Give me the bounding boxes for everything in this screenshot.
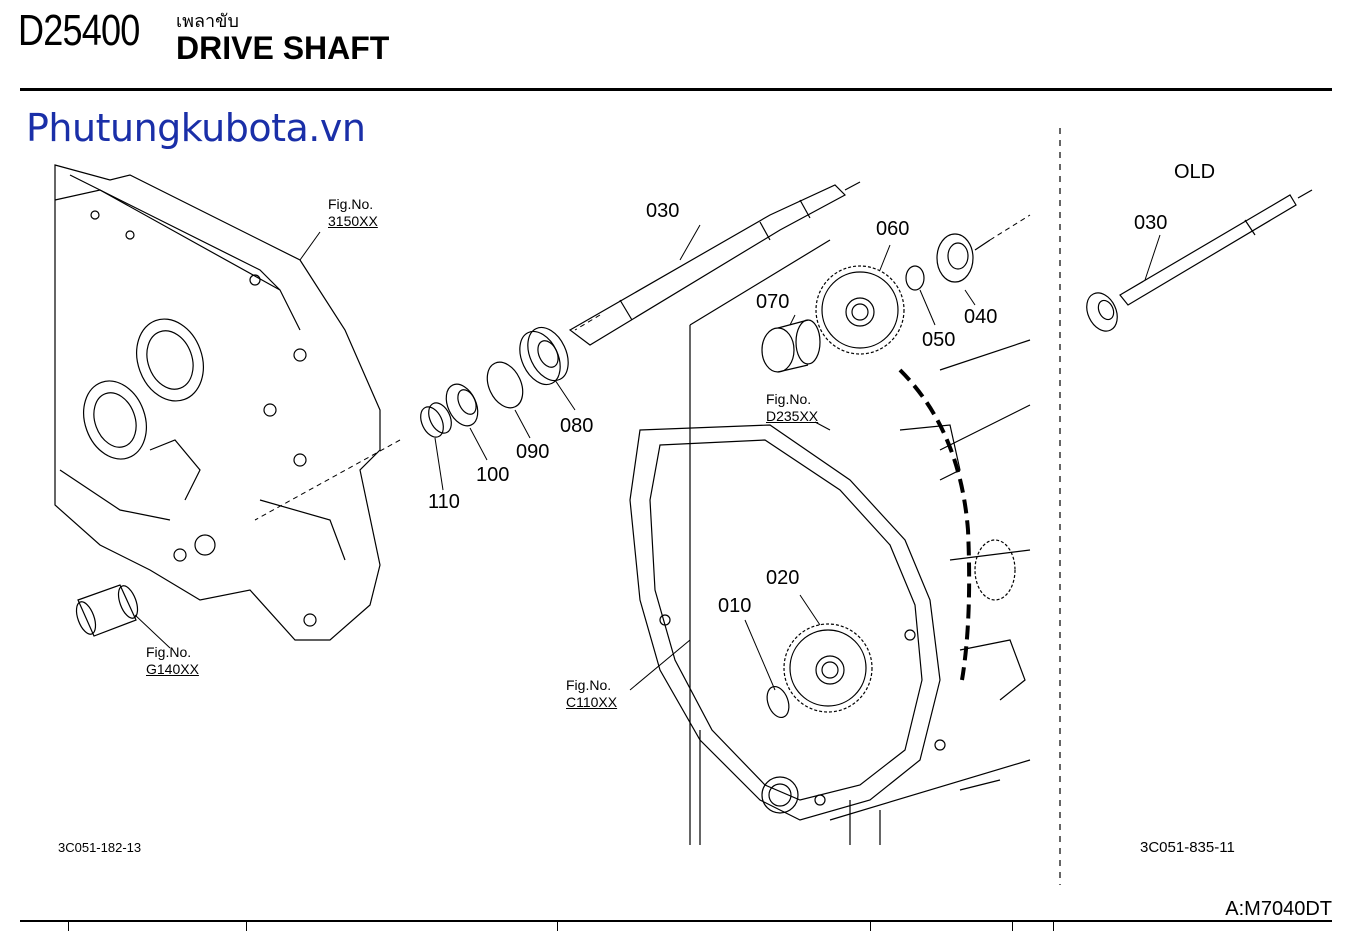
gear-020-drawing xyxy=(783,623,873,713)
ring-050-drawing xyxy=(905,265,925,291)
part-label-030-old: 030 xyxy=(1134,212,1168,234)
watermark-text: Phutungkubota.vn xyxy=(26,106,366,150)
model-code: A:M7040DT xyxy=(1225,898,1332,920)
part-label-030: 030 xyxy=(646,200,680,222)
old-section-label: OLD xyxy=(1174,161,1216,183)
fig-ref-number: 3150XX xyxy=(328,213,378,229)
fig-ref-number: D235XX xyxy=(766,408,819,424)
table-column-divider xyxy=(246,920,247,931)
collar-070-drawing xyxy=(761,319,821,373)
table-column-divider xyxy=(1012,920,1013,931)
part-label-070: 070 xyxy=(756,291,790,313)
table-column-divider xyxy=(68,920,69,931)
fig-ref-label: Fig.No. xyxy=(146,644,192,660)
table-column-divider xyxy=(557,920,558,931)
fig-ref-label: Fig.No. xyxy=(766,391,812,407)
footer-rule xyxy=(20,920,1332,922)
shaft-030-drawing xyxy=(568,181,861,346)
ring-010-drawing xyxy=(766,685,790,719)
title-thai: เพลาขับ xyxy=(176,11,239,31)
fig-ref-label: Fig.No. xyxy=(328,196,374,212)
shaft-030-old-drawing xyxy=(1086,189,1313,332)
figure-code-right: 3C051-835-11 xyxy=(1140,839,1235,856)
table-column-divider xyxy=(1053,920,1054,931)
part-label-040: 040 xyxy=(964,306,998,328)
part-label-090: 090 xyxy=(516,441,550,463)
sleeve-g140-drawing xyxy=(75,584,139,637)
leader-lines xyxy=(134,224,1161,691)
page-title: DRIVE SHAFT xyxy=(176,30,390,66)
bearing-040-drawing xyxy=(936,233,974,283)
housing-3150-drawing xyxy=(54,164,381,641)
figure-code-left: 3C051-182-13 xyxy=(58,840,142,855)
diagram-code: D25400 xyxy=(18,6,140,55)
table-column-divider xyxy=(870,920,871,931)
part-label-050: 050 xyxy=(922,329,956,351)
fig-ref-d235[interactable]: Fig.No. D235XX xyxy=(766,391,818,425)
alignment-lines xyxy=(254,214,1031,521)
fig-ref-c110[interactable]: Fig.No. C110XX xyxy=(566,677,617,711)
part-label-060: 060 xyxy=(876,218,910,240)
part-label-020: 020 xyxy=(766,567,800,589)
housing-c110-drawing xyxy=(629,239,1031,845)
fig-ref-label: Fig.No. xyxy=(566,677,612,693)
part-label-010: 010 xyxy=(718,595,752,617)
fig-ref-number: C110XX xyxy=(566,694,618,710)
part-label-080: 080 xyxy=(560,415,594,437)
header-rule xyxy=(20,88,1332,91)
fig-ref-g140[interactable]: Fig.No. G140XX xyxy=(146,644,199,678)
fig-ref-3150[interactable]: Fig.No. 3150XX xyxy=(328,196,378,230)
part-label-100: 100 xyxy=(476,464,510,486)
gear-060-drawing xyxy=(815,265,905,355)
fig-ref-number: G140XX xyxy=(146,661,199,677)
shaft-parts-chain xyxy=(420,326,569,438)
assembly-path-arc xyxy=(898,368,972,681)
part-label-110: 110 xyxy=(428,491,460,513)
